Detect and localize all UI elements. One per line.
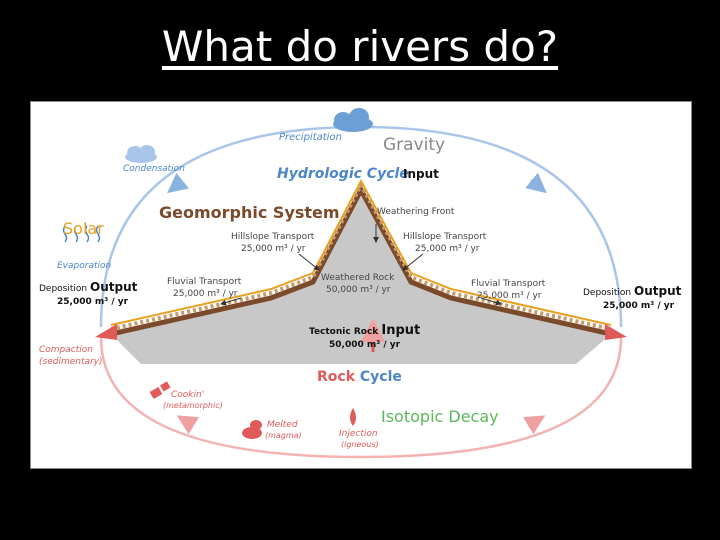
slide-title: What do rivers do? [161, 22, 559, 71]
deposition-right-icon [605, 324, 627, 340]
weathered-rock-label: Weathered Rock [321, 273, 395, 283]
compaction-sub: (sedimentary) [39, 357, 103, 367]
tectonic-input-label: Tectonic Rock Input [309, 323, 420, 338]
rock-cycle-label: Rock Cycle [317, 369, 402, 385]
gravity-label: Gravity [383, 135, 445, 155]
fluvial-left-value: 25,000 m³ / yr [173, 289, 238, 299]
tectonic-value: 50,000 m³ / yr [329, 340, 401, 350]
hillslope-left-label: Hillslope Transport [231, 232, 315, 242]
injection-rock-icon [350, 408, 356, 426]
isotopic-decay-label: Isotopic Decay [381, 407, 499, 426]
deposition-left-label: Deposition Output [39, 280, 138, 294]
condensation-label: Condensation [123, 164, 185, 174]
hydrologic-input-label: Input [403, 167, 439, 181]
fluvial-right-label: Fluvial Transport [471, 279, 546, 289]
weathered-layer [110, 184, 612, 337]
condensation-cloud-icon [125, 145, 157, 163]
deposition-left-value: 25,000 m³ / yr [57, 297, 129, 307]
evaporation-icon [62, 225, 101, 243]
precipitation-label: Precipitation [279, 132, 342, 143]
cookin-rocks-icon [149, 381, 171, 399]
deposition-right-value: 25,000 m³ / yr [603, 301, 675, 311]
fluvial-right-value: 25,000 m³ / yr [477, 291, 542, 301]
weathered-rock-value: 50,000 m³ / yr [326, 285, 391, 295]
cookin-sub: (metamorphic) [163, 401, 223, 410]
melted-label: Melted [267, 420, 298, 430]
hydrologic-cycle-label: Hydrologic Cycle [277, 166, 409, 182]
hillslope-right-label: Hillslope Transport [403, 232, 487, 242]
hillslope-right-value: 25,000 m³ / yr [415, 244, 480, 254]
cookin-label: Cookin' [171, 390, 204, 400]
rock-cycle-diagram: Precipitation Gravity Condensation Hydro… [30, 101, 692, 469]
compaction-label: Compaction [39, 345, 93, 355]
melted-sub: (magma) [265, 431, 302, 440]
solar-label: Solar [63, 219, 104, 238]
evaporation-label: Evaporation [57, 261, 111, 271]
hillslope-left-value: 25,000 m³ / yr [241, 244, 306, 254]
rock-body [111, 190, 611, 364]
fluvial-left-label: Fluvial Transport [167, 277, 242, 287]
cloud-icon [333, 108, 373, 132]
injection-label: Injection [339, 429, 378, 439]
geomorphic-system-label: Geomorphic System [159, 203, 340, 222]
deposition-right-label: Deposition Output [583, 284, 682, 298]
weathering-front-label: Weathering Front [377, 207, 455, 217]
injection-sub: (igneous) [341, 440, 379, 449]
melted-rock-icon [242, 420, 262, 439]
deposition-left-icon [95, 324, 117, 340]
rock-cycle-arc [99, 336, 623, 459]
